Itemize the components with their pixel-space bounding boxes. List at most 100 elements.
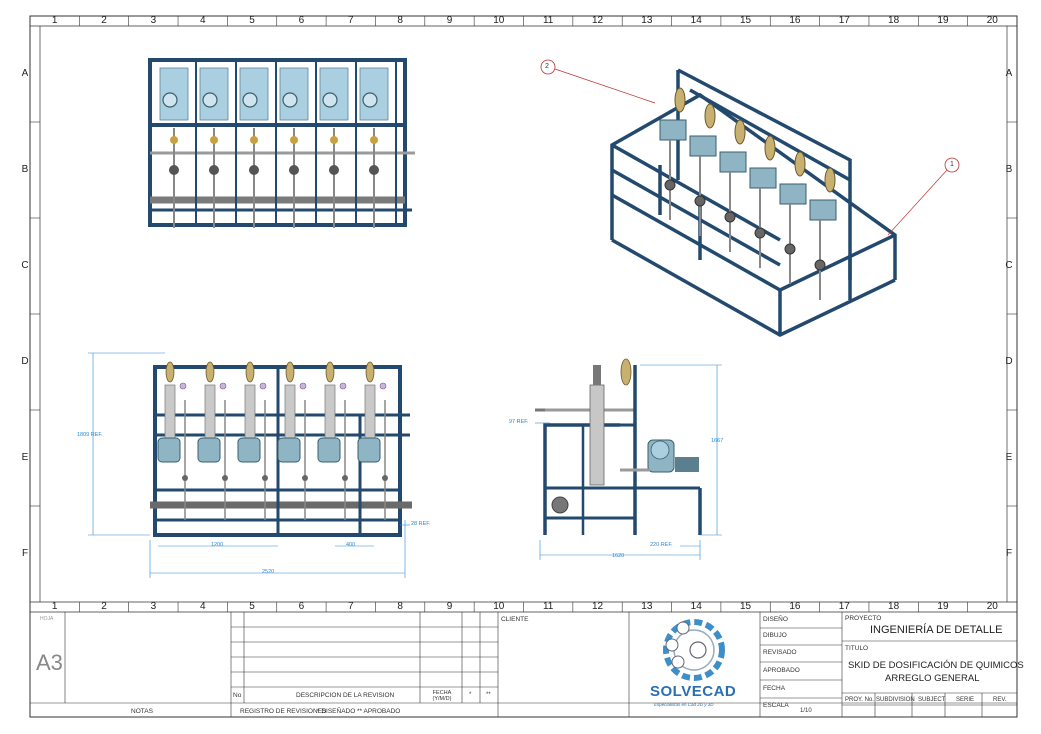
grid-column-12: 12 [591, 15, 604, 26]
grid-column-15: 15 [740, 601, 752, 612]
grid-column-9: 9 [446, 15, 453, 26]
proyecto-label: PROYECTO [845, 615, 882, 622]
grid-row-F: F [21, 548, 29, 559]
rev-star-header: * [469, 692, 472, 698]
isometric-view [610, 68, 897, 337]
aprobado-label: APROBADO [763, 667, 800, 674]
grid-column-4: 4 [199, 15, 206, 26]
grid-column-11: 11 [542, 601, 554, 612]
subdivision-label: SUBDIVISION [876, 697, 915, 703]
dibujo-label: DIBUJO [763, 632, 787, 639]
grid-column-2: 2 [101, 15, 107, 26]
grid-column-19: 19 [937, 15, 949, 26]
grid-column-13: 13 [641, 601, 653, 612]
grid-column-20: 20 [986, 601, 998, 612]
grid-column-16: 16 [789, 15, 801, 26]
grid-column-17: 17 [838, 601, 850, 612]
hoja-label: HOJA [40, 616, 54, 622]
grid-column-18: 18 [888, 15, 900, 26]
balloon-2-label: 2 [545, 63, 549, 70]
rev-no-header: No [233, 692, 242, 699]
grid-column-4: 4 [199, 601, 206, 612]
dim-front-height: 1809 REF. [77, 432, 103, 438]
grid-column-5: 5 [249, 601, 255, 612]
side-dimensions [535, 364, 722, 560]
drawing-title-line1: SKID DE DOSIFICACIÓN DE QUIMICOS [848, 660, 1024, 671]
dim-side-height: 1667 [711, 438, 724, 444]
grid-column-8: 8 [397, 15, 403, 26]
grid-column-2: 2 [101, 601, 107, 612]
grid-column-12: 12 [591, 601, 604, 612]
grid-row-A: A [1005, 68, 1013, 79]
disenado-legend: * DISEÑADO [317, 708, 356, 715]
grid-column-20: 20 [986, 15, 998, 26]
grid-column-19: 19 [937, 601, 949, 612]
front-dimensions [88, 352, 410, 578]
grid-column-18: 18 [888, 601, 900, 612]
grid-column-5: 5 [249, 15, 255, 26]
escala-value: 1/10 [800, 708, 812, 714]
grid-row-E: E [21, 452, 29, 463]
grid-column-14: 14 [690, 15, 702, 26]
grid-column-15: 15 [740, 15, 752, 26]
grid-column-3: 3 [150, 601, 157, 612]
grid-row-A: A [21, 68, 29, 79]
notas-label: NOTAS [131, 708, 153, 715]
grid-column-6: 6 [298, 15, 305, 26]
grid-row-D: D [21, 356, 29, 367]
grid-column-9: 9 [446, 601, 453, 612]
dim-front-offset: 28 REF. [411, 521, 431, 527]
grid-row-F: F [1005, 548, 1013, 559]
subject-label: SUBJECT [918, 697, 946, 703]
grid-column-1: 1 [51, 15, 58, 26]
revisado-label: REVISADO [763, 649, 797, 656]
grid-column-7: 7 [347, 601, 354, 612]
grid-row-C: C [1005, 260, 1013, 271]
cliente-label: CLIENTE [501, 616, 529, 623]
escala-label: ESCALA [763, 702, 789, 709]
fecha-label: FECHA [763, 685, 786, 692]
side-view [535, 358, 702, 535]
drawing-title-line2: ARREGLO GENERAL [885, 673, 980, 684]
dim-side-width: 1620 [612, 553, 625, 559]
dim-front-width: 2520 [262, 569, 275, 575]
grid-column-8: 8 [397, 601, 403, 612]
front-view [150, 361, 412, 537]
sheet-size: A3 [36, 650, 63, 675]
dim-side-top: 97 REF. [509, 419, 529, 425]
rev-dstar-header: ** [486, 692, 491, 698]
grid-column-1: 1 [51, 601, 58, 612]
rev-label: REV. [993, 697, 1007, 703]
rev-fecha-header: FECHA (Y/M/D) [432, 690, 452, 702]
balloon-1-label: 1 [950, 161, 954, 168]
grid-column-10: 10 [493, 601, 505, 612]
dim-front-span: 1200 [211, 542, 224, 548]
aprobado-legend: ** APROBADO [357, 708, 401, 715]
grid-column-14: 14 [690, 601, 702, 612]
titulo-label: TITULO [845, 645, 869, 652]
grid-row-B: B [21, 164, 29, 175]
grid-row-E: E [1005, 452, 1013, 463]
dim-side-offset: 220 REF. [650, 542, 673, 548]
title-block-lines [30, 612, 1017, 717]
proy-no-label: PROY. No. [845, 697, 874, 703]
grid-column-13: 13 [641, 15, 653, 26]
logo-name: SOLVECAD [650, 683, 737, 700]
plan-view [148, 58, 415, 228]
registro-label: REGISTRO DE REVISIONES [240, 708, 327, 715]
grid-column-7: 7 [347, 15, 354, 26]
grid-column-3: 3 [150, 15, 157, 26]
grid-column-6: 6 [298, 601, 305, 612]
serie-label: SERIE [956, 697, 975, 703]
diseno-label: DISEÑO [763, 616, 788, 623]
grid-row-B: B [1005, 164, 1013, 175]
logo-tagline: Especialistas en Cad 2D y 3D [654, 702, 714, 707]
rev-desc-header: DESCRIPCION DE LA REVISION [296, 692, 395, 699]
grid-row-D: D [1005, 356, 1013, 367]
solvecad-gear-icon [663, 619, 725, 681]
proyecto-name: INGENIERÍA DE DETALLE [870, 624, 1003, 636]
grid-row-C: C [21, 260, 29, 271]
grid-column-17: 17 [838, 15, 850, 26]
dim-front-pitch: 400 [346, 542, 356, 548]
